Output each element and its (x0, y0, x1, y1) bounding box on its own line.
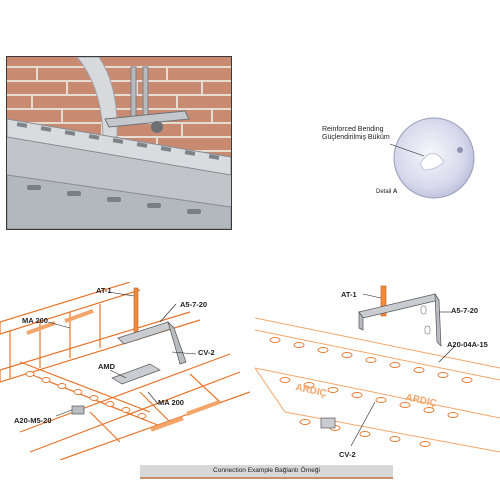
right-connection-drawing: ARDIÇ ARDIÇ AT-1 A5-7-20 A20-04A-15 CV-2 (254, 282, 500, 462)
installation-photo-illustration (7, 57, 231, 229)
left-label-at1: AT-1 (96, 286, 112, 295)
detail-a: Reinforced Bending Güçlendirilmiş Büküm … (320, 104, 500, 204)
caption-tr: Bağlantı Örneği (274, 467, 320, 474)
left-connection-drawing: AT-1 A5-7-20 MA 200 CV-2 AMD MA 200 A20-… (0, 281, 251, 461)
detail-title-en: Reinforced Bending (322, 126, 384, 133)
left-label-cv2: CV-2 (198, 348, 215, 357)
right-drawing-illustration: ARDIÇ ARDIÇ (254, 285, 500, 453)
left-label-amd: AMD (98, 362, 116, 371)
left-label-ma200-top: MA 200 (22, 316, 48, 325)
left-label-a5: A5-7-20 (180, 300, 208, 309)
caption-en: Connection Example (213, 467, 273, 474)
right-label-at1: AT-1 (341, 290, 357, 299)
detail-label-letter: A (393, 189, 398, 195)
detail-title-tr: Güçlendirilmiş Büküm (322, 134, 390, 141)
caption: Connection Example Bağlantı Örneği (140, 465, 393, 477)
detail-label-prefix: Detail (376, 189, 394, 195)
detail-a-illustration (389, 117, 475, 199)
caption-bar: Connection Example Bağlantı Örneği (140, 465, 393, 479)
right-label-cv2: CV-2 (339, 450, 356, 459)
left-label-a20m5: A20-M5-20 (14, 416, 52, 425)
detail-label: Detail A (376, 188, 397, 196)
right-label-a5: A5-7-20 (451, 306, 479, 315)
right-brand-text: ARDIÇ (294, 382, 327, 399)
right-label-a20-04a: A20-04A-15 (447, 340, 488, 349)
left-drawing-illustration (0, 281, 251, 461)
installation-photo (6, 56, 232, 230)
left-label-ma200-bottom: MA 200 (158, 398, 184, 407)
